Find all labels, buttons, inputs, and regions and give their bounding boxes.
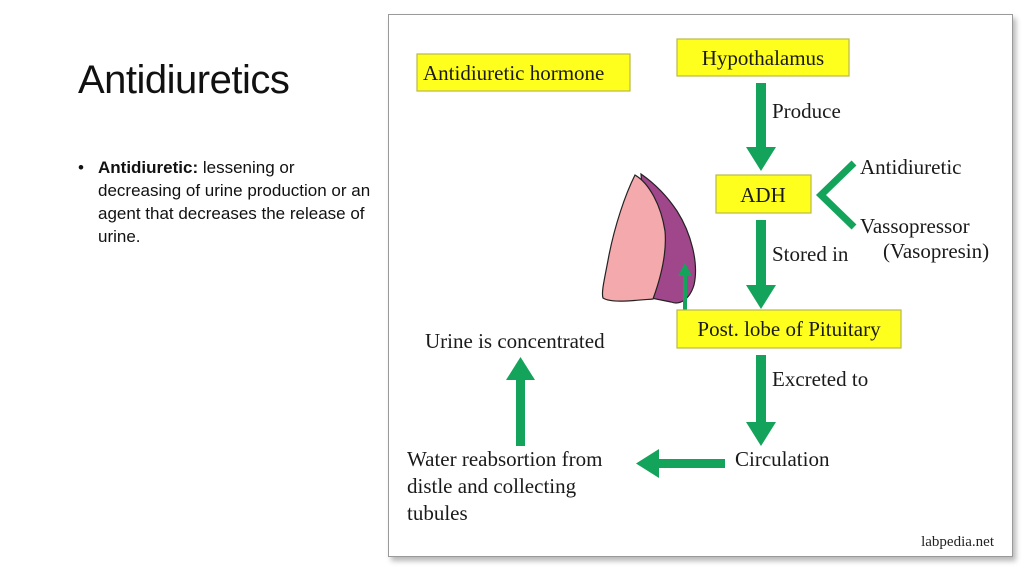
hypothalamus-box — [676, 38, 850, 77]
header-label-box — [416, 53, 631, 92]
pituitary-pointer-shaft — [683, 275, 687, 315]
bullet-text: lessening or decreasing of urine product… — [98, 158, 371, 246]
pituitary-label: Post. lobe of Pituitary — [697, 317, 881, 341]
circulation-label: Circulation — [735, 447, 830, 471]
bullet-item: • Antidiuretic: lessening or decreasing … — [78, 156, 378, 248]
pituitary-pointer-head — [678, 263, 692, 276]
role-antidiuretic: Antidiuretic — [860, 155, 961, 179]
stored-arrow-head — [746, 285, 776, 309]
produce-arrow-shaft — [756, 83, 766, 147]
adh-box — [715, 174, 812, 214]
stored-arrow-shaft — [756, 220, 766, 285]
circulation-arrow-shaft — [659, 459, 725, 468]
credit-label: labpedia.net — [921, 534, 995, 550]
stored-in-label: Stored in — [772, 242, 849, 266]
bullet-list: • Antidiuretic: lessening or decreasing … — [78, 156, 378, 248]
excreted-arrow-shaft — [756, 355, 766, 423]
hypothalamus-label: Hypothalamus — [702, 46, 824, 70]
excreted-arrow-head — [746, 422, 776, 446]
bullet-dot-icon: • — [78, 158, 84, 177]
produce-arrow-head — [746, 147, 776, 171]
urine-concentrated-label: Urine is concentrated — [425, 329, 605, 353]
urine-arrow-shaft — [516, 379, 525, 446]
diagram-frame: Antidiuretic hormone Hypothalamus Produc… — [388, 14, 1013, 557]
adh-label: ADH — [740, 183, 786, 207]
water-reabsorption-line1: Water reabsortion from — [407, 447, 602, 471]
role-vasopressor: Vassopressor — [860, 214, 970, 238]
slide-title: Antidiuretics — [78, 58, 290, 102]
pituitary-box — [676, 309, 902, 349]
urine-arrow-head — [506, 357, 535, 380]
header-label: Antidiuretic hormone — [423, 61, 604, 85]
produce-label: Produce — [772, 99, 841, 123]
bullet-term: Antidiuretic: — [98, 158, 199, 177]
excreted-to-label: Excreted to — [772, 367, 868, 391]
water-reabsorption-line3: tubules — [407, 501, 468, 525]
circulation-arrow-head — [636, 449, 659, 478]
role-vasopresin: (Vasopresin) — [883, 239, 989, 263]
adh-fork — [815, 160, 857, 230]
flow-diagram: Antidiuretic hormone Hypothalamus Produc… — [407, 38, 995, 550]
pituitary-anterior-lobe-icon — [601, 174, 666, 302]
water-reabsorption-line2: distle and collecting — [407, 474, 577, 498]
